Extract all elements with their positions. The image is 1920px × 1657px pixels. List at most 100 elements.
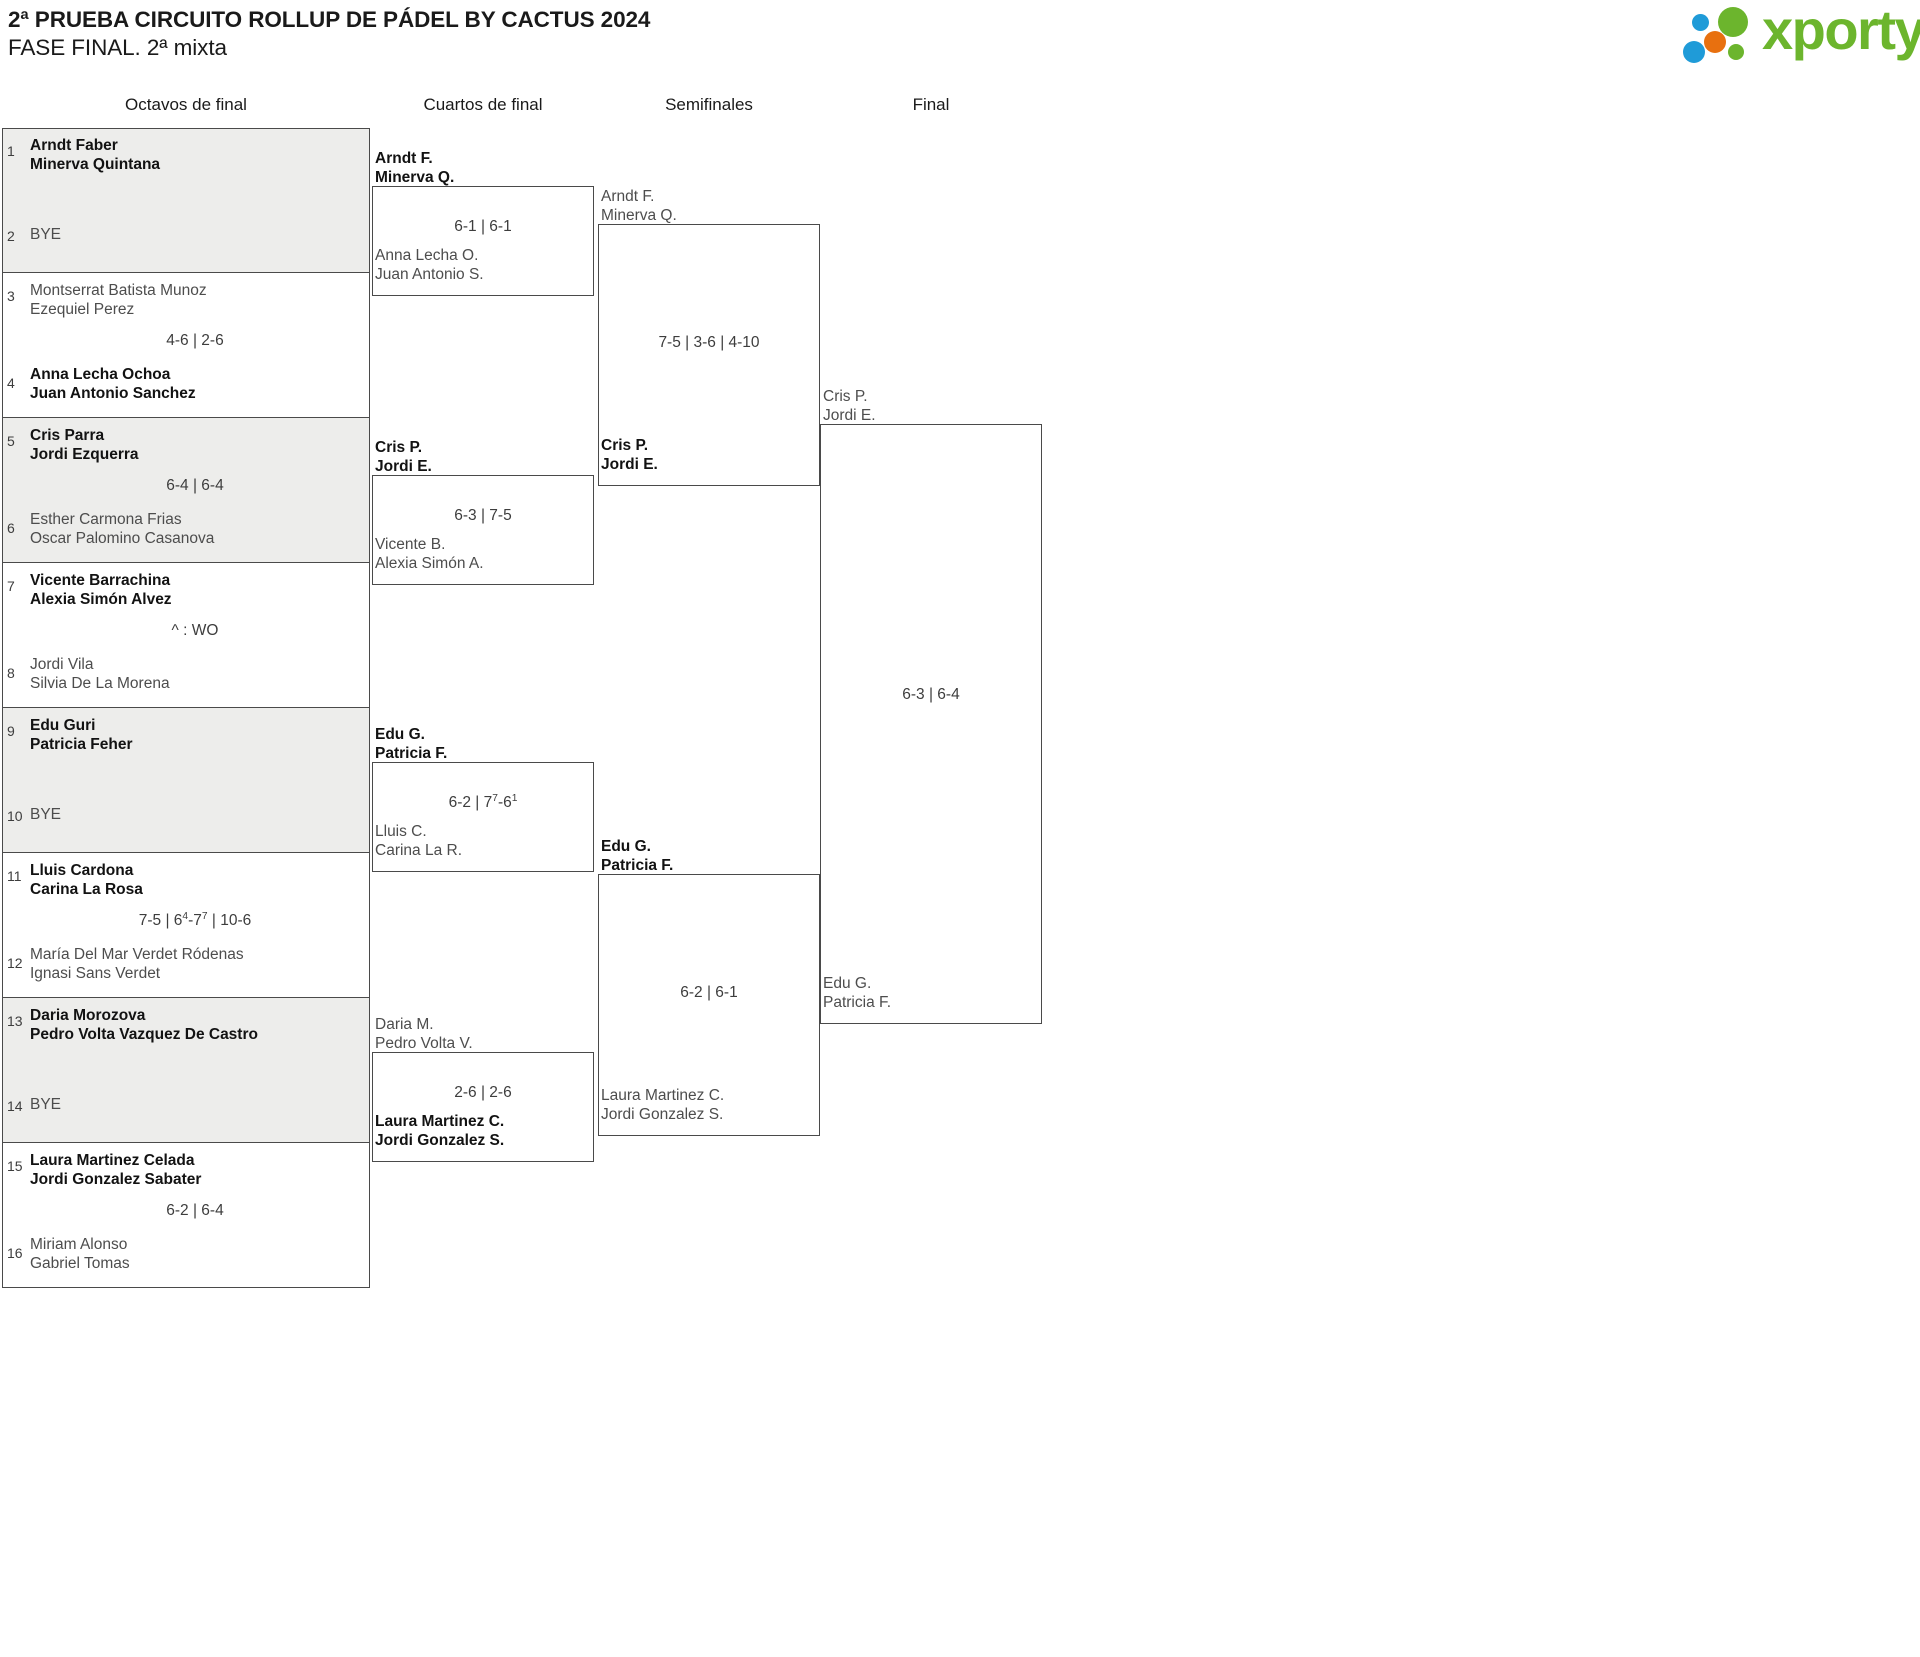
r1-match-box[interactable] — [2, 708, 370, 853]
r1-match-box[interactable] — [2, 418, 370, 563]
r2-team-top[interactable]: Arndt F.Minerva Q. — [375, 149, 454, 187]
r3-match-score: 6-2 | 6-1 — [680, 984, 738, 1001]
r3-match-box[interactable] — [598, 224, 820, 486]
logo-dot-blue-top-icon — [1692, 14, 1709, 31]
player-name-line2: Minerva Q. — [601, 207, 677, 224]
r2-match-box[interactable] — [372, 1052, 594, 1162]
player-name-line1: Vicente B. — [375, 536, 446, 553]
r2-team-bottom[interactable]: Vicente B. Alexia Simón A. — [375, 535, 484, 573]
r2-match-score: 2-6 | 2-6 — [454, 1084, 512, 1101]
seed-number: 14 — [7, 1098, 23, 1114]
player-name-line1: Anna Lecha Ochoa — [30, 366, 171, 383]
player-name-line2: Ezequiel Perez — [30, 301, 135, 318]
player-name-line2: Ignasi Sans Verdet — [30, 965, 161, 982]
player-name-line1: Daria Morozova — [30, 1007, 146, 1024]
r1-team-bottom[interactable]: BYE — [30, 225, 61, 244]
player-name-line2: Alexia Simón Alvez — [30, 591, 172, 608]
r1-match-score: ^ : WO — [171, 622, 219, 639]
player-name-line2: Alexia Simón A. — [375, 555, 484, 572]
tournament-title: 2ª PRUEBA CIRCUITO ROLLUP DE PÁDEL BY CA… — [8, 7, 651, 32]
r3-team-top[interactable]: Arndt F.Minerva Q. — [601, 187, 677, 225]
final-team-top[interactable]: Cris P.Jordi E. — [823, 387, 876, 425]
player-name-line2: Jordi Gonzalez Sabater — [30, 1171, 202, 1188]
r2-team-bottom[interactable]: Laura Martinez C.Jordi Gonzalez S. — [375, 1112, 504, 1150]
seed-number: 5 — [7, 433, 15, 449]
seed-number: 15 — [7, 1158, 23, 1174]
seed-number: 11 — [7, 868, 22, 884]
player-name-line2: Pedro Volta V. — [375, 1035, 473, 1052]
player-name-line1: Lluis C. — [375, 823, 427, 840]
player-name-line2: Carina La R. — [375, 842, 463, 859]
seed-number: 10 — [7, 808, 23, 824]
r2-match-box[interactable] — [372, 475, 594, 585]
r3-match-box[interactable] — [598, 874, 820, 1136]
seed-number: 7 — [7, 578, 15, 594]
player-name-line1: Miriam Alonso — [30, 1236, 128, 1253]
player-name-line2: Gabriel Tomas — [30, 1255, 130, 1272]
r2-team-top[interactable]: Daria M. Pedro Volta V. — [375, 1015, 473, 1053]
r1-match-box[interactable] — [2, 998, 370, 1143]
player-name-line2: Jordi E. — [601, 456, 658, 473]
r1-team-bottom[interactable]: BYE — [30, 805, 61, 824]
player-name-line2: Pedro Volta Vazquez De Castro — [30, 1026, 258, 1043]
r2-team-top[interactable]: Edu G.Patricia F. — [375, 725, 447, 763]
r1-match-score: 6-4 | 6-4 — [166, 477, 224, 494]
xporty-logo[interactable]: xporty — [1680, 0, 1920, 63]
r1-match-box[interactable] — [2, 1143, 370, 1288]
r1-match-box[interactable] — [2, 273, 370, 418]
r2-match-score: 6-1 | 6-1 — [454, 218, 512, 235]
round-header-r4: Final — [912, 95, 950, 114]
final-match-box[interactable] — [820, 424, 1042, 1024]
player-name-line2: Silvia De La Morena — [30, 675, 170, 692]
player-name-line2: Oscar Palomino Casanova — [30, 530, 215, 547]
player-name-line2: Juan Antonio Sanchez — [30, 385, 196, 402]
logo-dot-green-large-icon — [1718, 7, 1748, 37]
player-name-line1: Edu G. — [375, 726, 425, 743]
player-name-line1: Arndt Faber — [30, 137, 118, 154]
seed-number: 9 — [7, 723, 15, 739]
r1-team-bottom[interactable]: BYE — [30, 1095, 61, 1114]
seed-number: 2 — [7, 228, 15, 244]
player-name-line1: Cris P. — [375, 439, 423, 456]
r1-match-score: 7-5 | 64-77 | 10-6 — [138, 910, 252, 929]
r1-match-box[interactable] — [2, 853, 370, 998]
player-name-line1: Daria M. — [375, 1016, 434, 1033]
r2-match-score: 6-2 | 77-61 — [448, 792, 518, 811]
r2-team-bottom[interactable]: Lluis C. Carina La R. — [375, 822, 462, 860]
r2-team-top[interactable]: Cris P. Jordi E. — [375, 438, 432, 476]
seed-number: 4 — [7, 375, 15, 391]
r1-match-box[interactable] — [2, 128, 370, 273]
r3-team-bottom[interactable]: Cris P.Jordi E. — [601, 436, 658, 474]
player-name-line1: Montserrat Batista Munoz — [30, 282, 207, 299]
final-match-score: 6-3 | 6-4 — [902, 686, 960, 703]
seed-number: 3 — [7, 288, 15, 304]
player-name-line1: Edu Guri — [30, 717, 96, 734]
r3-team-top[interactable]: Edu G.Patricia F. — [601, 837, 673, 875]
player-name-line2: Jordi E. — [375, 458, 432, 475]
r3-team-bottom[interactable]: Laura Martinez C.Jordi Gonzalez S. — [601, 1086, 724, 1124]
logo-dot-green-small-icon — [1728, 44, 1744, 60]
final-team-bottom[interactable]: Edu G.Patricia F. — [823, 974, 891, 1012]
player-name-line1: BYE — [30, 806, 62, 823]
r1-match-box[interactable] — [2, 563, 370, 708]
seed-number: 8 — [7, 665, 15, 681]
player-name-line1: Jordi Vila — [30, 656, 94, 673]
r2-team-bottom[interactable]: Anna Lecha O.Juan Antonio S. — [375, 246, 484, 284]
logo-dot-blue-bottom-icon — [1683, 41, 1705, 63]
r2-match-box[interactable] — [372, 762, 594, 872]
player-name-line1: Edu G. — [601, 838, 651, 855]
r2-match-box[interactable] — [372, 186, 594, 296]
